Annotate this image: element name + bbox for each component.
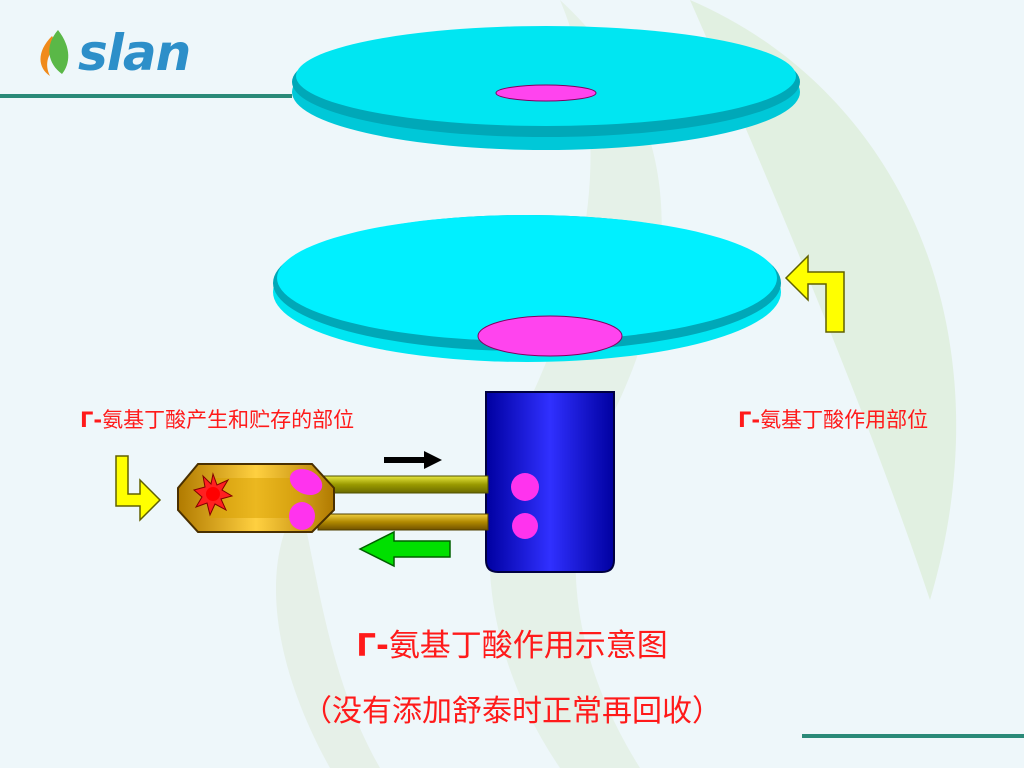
neuron-cell-body [177,463,335,533]
gamma-prefix: Γ- [738,408,761,432]
gamma-prefix: Γ- [80,408,103,432]
vesicle [511,473,539,501]
receptor-disc [273,215,781,362]
vesicle [289,468,323,496]
vesicle [289,502,315,530]
footer-line [802,734,1024,738]
flame-logo-icon [40,30,69,76]
bent-arrow-right-icon [784,254,845,333]
label-action-site: Γ-氨基丁酸作用部位 [738,404,928,434]
label-production-text: 氨基丁酸产生和贮存的部位 [102,408,355,432]
diagram-title: Γ-氨基丁酸作用示意图 [0,620,1024,665]
title-gamma-prefix: Γ- [356,628,389,664]
label-action-text: 氨基丁酸作用部位 [760,408,929,432]
diagram-subtitle: （没有添加舒泰时正常再回收） [302,694,722,729]
receptor-top [495,84,597,102]
release-arrow-icon [384,451,442,469]
background-leaves [276,0,957,768]
bent-arrow-left-icon [115,455,162,522]
nucleus-star-icon [192,472,234,517]
reuptake-arrow-icon [358,530,451,568]
brand-logo: slan [78,24,191,82]
header-line [0,94,292,98]
presynaptic-terminal [485,391,615,573]
vesicle [512,513,538,539]
title-text: 氨基丁酸作用示意图 [388,628,668,664]
receptor-main [477,315,623,357]
axon-fibers [317,475,489,531]
postsynaptic-disc-top [292,26,800,150]
label-production-site: Γ-氨基丁酸产生和贮存的部位 [80,404,354,434]
